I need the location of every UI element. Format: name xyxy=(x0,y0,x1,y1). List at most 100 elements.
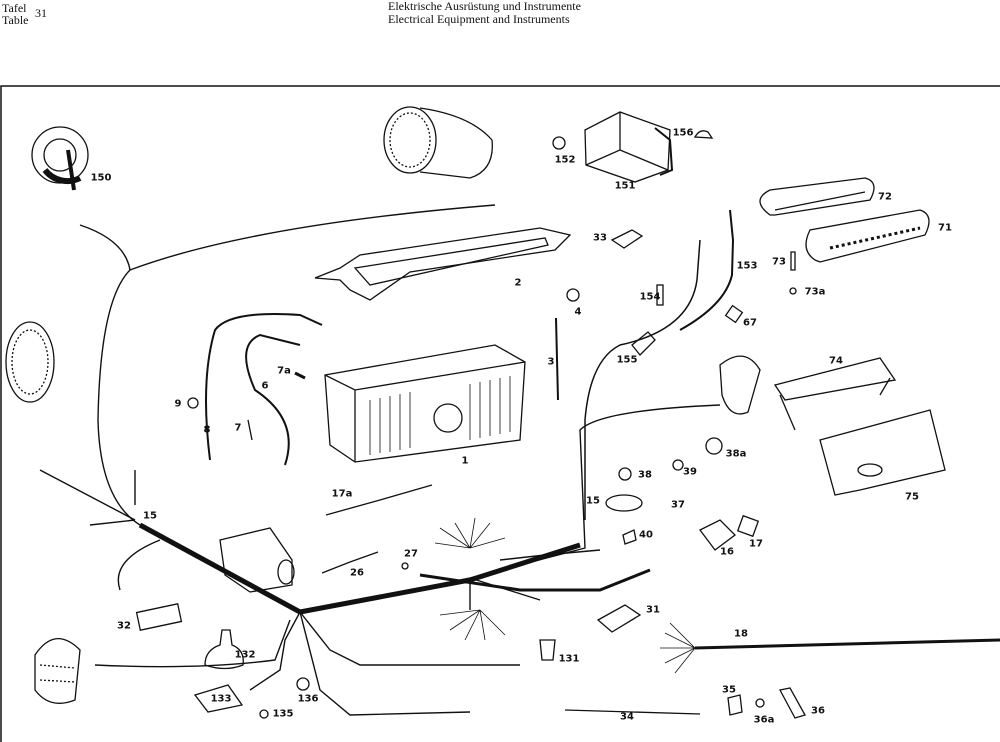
sleeve-part-154 xyxy=(656,284,664,306)
part-number-label: 151 xyxy=(614,180,636,192)
fog-lamp-left xyxy=(34,638,81,704)
part-number-label: 9 xyxy=(174,398,182,410)
starter-motor xyxy=(219,527,295,593)
part-number-label: 7a xyxy=(277,365,291,377)
grommet-part-37 xyxy=(605,494,643,512)
grommet-part-39 xyxy=(672,459,684,471)
cable-part-26 xyxy=(321,551,379,574)
cable-part-18 xyxy=(694,638,1000,650)
part-number-label: 15 xyxy=(143,510,157,522)
part-number-label: 27 xyxy=(404,548,418,560)
instrument-lamp-part-71 xyxy=(805,209,930,263)
page-title-de: Elektrische Ausrüstung und Instrumente xyxy=(388,0,581,13)
clip-part-156 xyxy=(693,130,714,139)
part-number-label: 153 xyxy=(736,260,758,272)
part-number-label: 38a xyxy=(725,448,747,460)
part-number-label: 156 xyxy=(672,127,694,139)
bolt-part-27 xyxy=(401,562,409,570)
rod-part-3 xyxy=(555,317,559,401)
part-number-label: 72 xyxy=(878,191,892,203)
part-number-label: 4 xyxy=(574,306,582,318)
battery-cable-part-8 xyxy=(205,313,323,461)
part-number-label: 38 xyxy=(638,469,652,481)
part-number-label: 34 xyxy=(620,711,634,723)
bulb-holder-part-155 xyxy=(631,331,656,356)
bulb-part-73 xyxy=(790,251,796,271)
part-number-label: 150 xyxy=(90,172,112,184)
part-number-label: 136 xyxy=(297,693,319,705)
part-number-label: 75 xyxy=(905,491,919,503)
grommet-part-38a xyxy=(705,437,723,455)
part-number-label: 132 xyxy=(234,649,256,661)
clip-part-36 xyxy=(779,687,806,719)
battery-part-1 xyxy=(324,344,526,463)
table-number: 31 xyxy=(35,6,47,20)
clip-part-35 xyxy=(727,694,743,716)
wire-fan-ends xyxy=(434,517,696,674)
part-number-label: 71 xyxy=(938,222,952,234)
instrument-lamp-part-72 xyxy=(759,177,875,216)
cable-part-34 xyxy=(564,709,701,715)
part-number-label: 1 xyxy=(461,455,469,467)
part-number-label: 7 xyxy=(234,422,242,434)
table-label-en: Table xyxy=(2,13,29,27)
part-number-label: 73 xyxy=(772,256,786,268)
clip-part-135 xyxy=(259,709,269,719)
part-number-label: 155 xyxy=(616,354,638,366)
bulb-part-4 xyxy=(566,288,580,302)
bracket-part-75 xyxy=(819,409,946,496)
clamp-part-33 xyxy=(610,229,644,249)
part-number-label: 152 xyxy=(554,154,576,166)
grommet-part-136 xyxy=(296,677,310,691)
battery-frame-part-2 xyxy=(314,227,572,301)
part-number-label: 31 xyxy=(646,604,660,616)
part-number-label: 74 xyxy=(829,355,843,367)
part-number-label: 36 xyxy=(811,705,825,717)
part-number-label: 16 xyxy=(720,546,734,558)
fog-lamp-right xyxy=(719,355,761,415)
part-number-label: 37 xyxy=(671,499,685,511)
part-number-label: 135 xyxy=(272,708,294,720)
part-number-label: 36a xyxy=(753,714,775,726)
part-number-label: 40 xyxy=(639,529,653,541)
part-number-label: 39 xyxy=(683,466,697,478)
wiring-harness-15 xyxy=(39,204,721,716)
part-number-label: 17 xyxy=(749,538,763,550)
part-number-label: 3 xyxy=(547,356,555,368)
regulator-part-151 xyxy=(584,111,674,183)
horn-part-132 xyxy=(204,629,244,670)
grommet-part-38 xyxy=(618,467,632,481)
part-number-label: 15 xyxy=(586,495,600,507)
part-number-label: 33 xyxy=(593,232,607,244)
washer-part-36a xyxy=(755,698,765,708)
part-number-label: 26 xyxy=(350,567,364,579)
part-number-label: 8 xyxy=(203,424,211,436)
gasket-part-17 xyxy=(736,514,760,538)
part-number-label: 154 xyxy=(639,291,661,303)
part-number-label: 133 xyxy=(210,693,232,705)
grommet-part-152 xyxy=(552,136,566,150)
part-number-label: 35 xyxy=(722,684,736,696)
switch-part-131 xyxy=(539,639,556,661)
switch-part-16 xyxy=(699,519,736,551)
clip-part-7a xyxy=(294,371,306,380)
part-number-label: 73a xyxy=(804,286,826,298)
part-number-label: 18 xyxy=(734,628,748,640)
grommet-part-9 xyxy=(187,397,199,409)
part-number-label: 131 xyxy=(558,653,580,665)
connector-part-40 xyxy=(622,529,637,545)
part-number-label: 67 xyxy=(743,317,757,329)
plate-part-133 xyxy=(193,684,244,713)
table-label-de: Tafel xyxy=(2,1,27,15)
cable-part-17a xyxy=(325,484,433,516)
wire-part-153b xyxy=(584,239,701,520)
part-number-label: 32 xyxy=(117,620,131,632)
horn-part-150 xyxy=(31,126,89,191)
sleeve-part-67 xyxy=(724,304,744,324)
bulb-part-73a xyxy=(789,287,797,295)
part-number-label: 2 xyxy=(514,277,522,289)
clip-part-7 xyxy=(247,419,253,441)
terminal-block-part-31 xyxy=(596,604,642,633)
wire-part-153 xyxy=(679,209,735,331)
